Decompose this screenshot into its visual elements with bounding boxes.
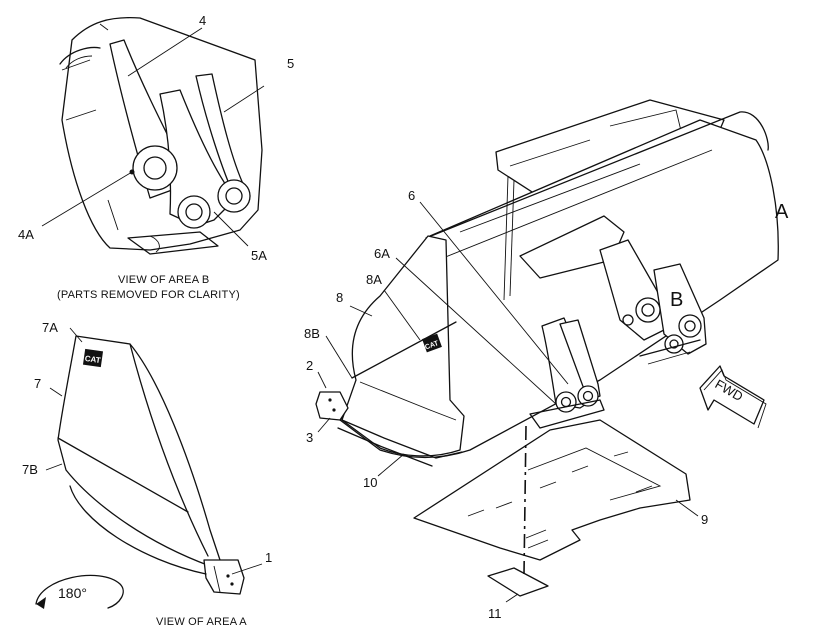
rotate-180-icon: 180° <box>35 574 124 609</box>
leader-4a <box>41 171 133 227</box>
callout-6a: 6A <box>374 246 390 261</box>
callout-5: 5 <box>287 56 294 71</box>
svg-text:180°: 180° <box>58 585 87 601</box>
callout-9: 9 <box>701 512 708 527</box>
callout-7a: 7A <box>42 320 58 335</box>
callout-4: 4 <box>199 13 206 28</box>
svg-text:CAT: CAT <box>84 354 101 365</box>
callout-8: 8 <box>336 290 343 305</box>
bucket-assembly: CAT 6 6A 8A 8 8B 2 3 10 9 11 A B FWD <box>304 99 789 621</box>
assembly-centerline <box>523 425 527 575</box>
callout-1: 1 <box>265 550 272 565</box>
forward-direction-arrow: FWD <box>699 365 767 429</box>
callout-2: 2 <box>306 358 313 373</box>
callout-10: 10 <box>363 475 377 490</box>
callout-11: 11 <box>488 606 502 621</box>
callout-6: 6 <box>408 188 415 203</box>
view-b-subcaption: (PARTS REMOVED FOR CLARITY) <box>57 289 240 301</box>
callout-3: 3 <box>306 430 313 445</box>
callout-8b: 8B <box>304 326 320 341</box>
view-area-a-inset: CAT 7A 7 7B 1 180° VIEW OF AREA A <box>22 320 272 628</box>
cat-logo-decal-a: CAT <box>82 348 104 368</box>
area-b-marker: B <box>670 289 683 311</box>
callout-8a: 8A <box>366 272 382 287</box>
leader-4 <box>127 27 203 77</box>
svg-text:CAT: CAT <box>424 340 440 352</box>
leader-5 <box>223 85 265 113</box>
view-b-caption: VIEW OF AREA B <box>118 274 209 286</box>
view-a-caption: VIEW OF AREA A <box>156 616 247 628</box>
callout-7b: 7B <box>22 462 38 477</box>
view-area-b-inset: 4 5 4A 5A VIEW OF AREA B (PARTS REMOVED … <box>18 13 294 301</box>
cat-logo-decal-main: CAT <box>422 333 442 353</box>
callout-4a: 4A <box>18 227 34 242</box>
callout-7: 7 <box>34 376 41 391</box>
callout-5a: 5A <box>251 248 267 263</box>
area-a-marker: A <box>775 201 789 223</box>
leader-5a <box>213 211 249 247</box>
